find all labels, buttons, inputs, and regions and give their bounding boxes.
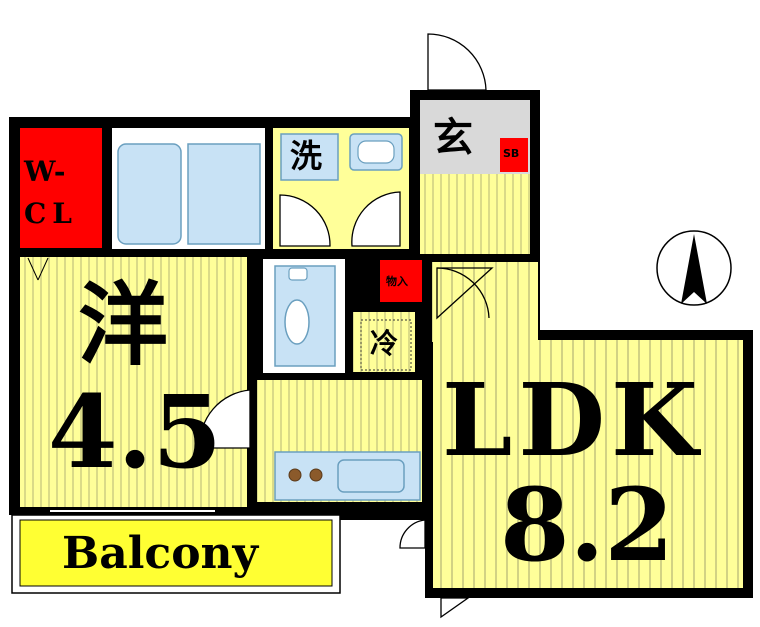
room-washer-label: 洗 (290, 137, 323, 175)
fridge-outline (360, 319, 412, 371)
room-storage-floor (380, 260, 422, 302)
room-ldk-size: 8.2 (500, 466, 674, 584)
washer-box (280, 133, 339, 181)
balcony-floor (19, 519, 333, 587)
room-ldk-upper (433, 262, 538, 352)
room-hall-floor (420, 174, 530, 254)
toilet-icon (274, 265, 336, 367)
room-storage-label: 物入 (386, 275, 408, 288)
bath-wash-area (187, 143, 261, 245)
shoe-box (500, 138, 528, 172)
shoe-box-label: SB (503, 147, 520, 160)
room-wcl-floor (20, 128, 102, 248)
door-swing-icon (199, 33, 494, 619)
kitchen-stove-icon (274, 451, 421, 501)
room-entrance-label: 玄 (433, 114, 473, 161)
room-western-label: 洋 (78, 272, 168, 378)
room-fridge-floor (353, 312, 415, 372)
room-ldk-label: LDK (442, 361, 704, 479)
room-western-floor (20, 257, 247, 507)
compass-north-icon (656, 230, 732, 306)
bathtub-icon (117, 143, 182, 245)
room-ldk-floor (433, 340, 743, 588)
room-wcl-label-1: W- (24, 155, 66, 188)
balcony-label: Balcony (62, 528, 259, 579)
room-fridge-label: 冷 (370, 327, 399, 360)
room-western-size: 4.5 (48, 373, 222, 491)
room-wcl-label-2: CL (24, 197, 78, 230)
